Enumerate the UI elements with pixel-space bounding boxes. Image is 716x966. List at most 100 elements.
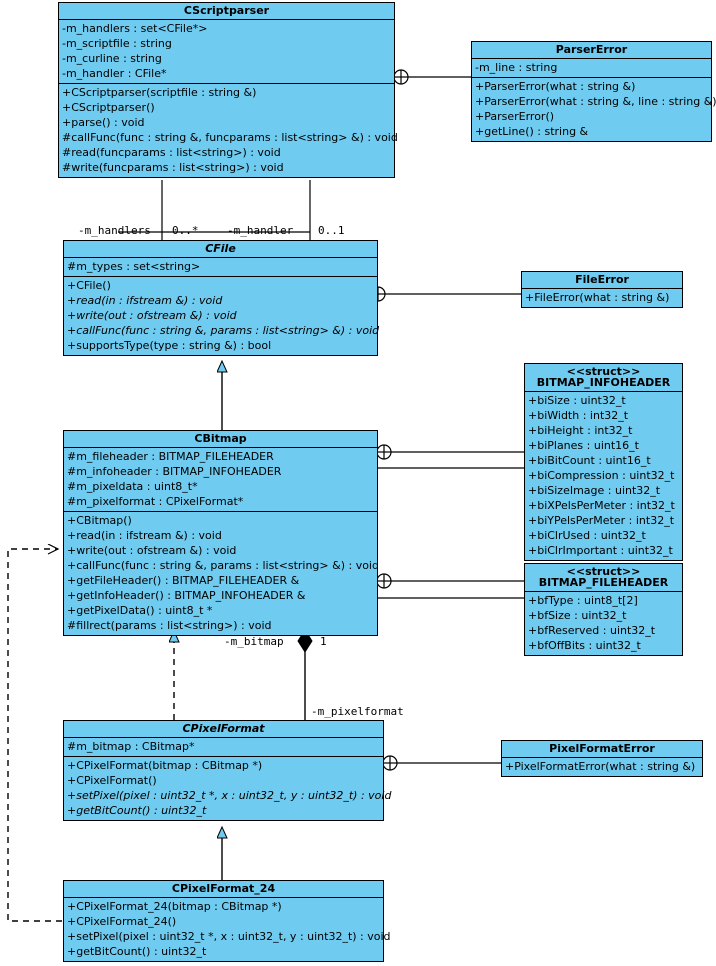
edge-cbitmap-cpixelformat-composition bbox=[297, 626, 313, 720]
operations-cpixelformat: +CPixelFormat(bitmap : CBitmap *) +CPixe… bbox=[64, 757, 392, 820]
operation-row: +getFileHeader() : BITMAP_FILEHEADER & bbox=[67, 574, 300, 587]
attribute-row: #m_bitmap : CBitmap* bbox=[67, 740, 195, 753]
operation-row: +ParserError(what : string &, line : str… bbox=[475, 95, 716, 108]
attribute-row: +biSizeImage : uint32_t bbox=[528, 484, 661, 497]
attribute-row: +biPlanes : uint16_t bbox=[528, 439, 639, 452]
label-m-handler-role: -m_handler bbox=[227, 224, 294, 237]
operation-row: #callFunc(func : string &, funcparams : … bbox=[62, 131, 398, 144]
operation-row: #write(funcparams : list<string>) : void bbox=[62, 161, 284, 174]
operation-row: +write(out : ofstream &) : void bbox=[67, 309, 237, 322]
operation-row: #read(funcparams : list<string>) : void bbox=[62, 146, 281, 159]
operations-parsererror: +ParserError(what : string &) +ParserErr… bbox=[472, 78, 716, 141]
class-title-cscriptparser: CScriptparser bbox=[59, 3, 394, 20]
class-cscriptparser[interactable]: CScriptparser -m_handlers : set<CFile*> … bbox=[58, 2, 398, 178]
attribute-row: +biYPelsPerMeter : int32_t bbox=[528, 514, 675, 527]
operation-row: +ParserError(what : string &) bbox=[475, 80, 636, 93]
attribute-row: +bfType : uint8_t[2] bbox=[528, 594, 638, 607]
attribute-row: -m_handler : CFile* bbox=[62, 67, 167, 80]
class-bitmap-infoheader[interactable]: <<struct>> BITMAP_INFOHEADER +biSize : u… bbox=[524, 363, 683, 561]
class-cpixelformat24[interactable]: CPixelFormat_24 +CPixelFormat_24(bitmap … bbox=[63, 880, 391, 962]
operation-row: #fillrect(params : list<string>) : void bbox=[67, 619, 272, 632]
attribute-row: +biHeight : int32_t bbox=[528, 424, 633, 437]
attributes-cscriptparser: -m_handlers : set<CFile*> -m_scriptfile … bbox=[59, 20, 394, 84]
attribute-row: #m_pixelformat : CPixelFormat* bbox=[67, 495, 244, 508]
stereotype-label: <<struct>> bbox=[566, 365, 641, 378]
attributes-parsererror: -m_line : string bbox=[472, 59, 711, 78]
attribute-row: +bfOffBits : uint32_t bbox=[528, 639, 641, 652]
edge-cfile-fileerror bbox=[370, 286, 521, 302]
attribute-row: -m_scriptfile : string bbox=[62, 37, 172, 50]
class-parsererror[interactable]: ParserError -m_line : string +ParserErro… bbox=[471, 41, 716, 142]
operations-cbitmap: +CBitmap() +read(in : ifstream &) : void… bbox=[64, 512, 379, 635]
class-name-label: BITMAP_FILEHEADER bbox=[538, 576, 669, 589]
operations-cpixelformat24: +CPixelFormat_24(bitmap : CBitmap *) +CP… bbox=[64, 898, 391, 961]
class-bitmap-fileheader[interactable]: <<struct>> BITMAP_FILEHEADER +bfType : u… bbox=[524, 563, 683, 656]
edge-cpixelformat-pixelformaterror bbox=[382, 755, 501, 771]
operation-row: +callFunc(func : string &, params : list… bbox=[67, 324, 380, 337]
label-m-handlers-multiplicity: 0..* bbox=[172, 224, 199, 237]
operation-row: +callFunc(func : string &, params : list… bbox=[67, 559, 379, 572]
label-m-bitmap-multiplicity: 1 bbox=[320, 635, 327, 648]
attribute-row: -m_handlers : set<CFile*> bbox=[62, 22, 208, 35]
label-m-handler-multiplicity: 0..1 bbox=[318, 224, 345, 237]
class-title-cpixelformat24: CPixelFormat_24 bbox=[64, 881, 383, 898]
attributes-cbitmap: #m_fileheader : BITMAP_FILEHEADER #m_inf… bbox=[64, 448, 377, 512]
attribute-row: #m_types : set<string> bbox=[67, 260, 201, 273]
attribute-row: +biXPelsPerMeter : int32_t bbox=[528, 499, 675, 512]
operation-row: +CFile() bbox=[67, 279, 111, 292]
operation-row: +supportsType(type : string &) : bool bbox=[67, 339, 272, 352]
operation-row: +getBitCount() : uint32_t bbox=[67, 945, 207, 958]
class-title-fileerror: FileError bbox=[522, 272, 682, 289]
operations-fileerror: +FileError(what : string &) bbox=[522, 289, 682, 307]
operation-row: +CScriptparser() bbox=[62, 101, 155, 114]
class-cpixelformat[interactable]: CPixelFormat #m_bitmap : CBitmap* +CPixe… bbox=[63, 720, 392, 821]
operation-row: +FileError(what : string &) bbox=[525, 291, 670, 304]
edge-cpixelformat24-cbitmap-dependency bbox=[7, 549, 62, 922]
edge-cbitmap-infoheader bbox=[376, 444, 524, 469]
operations-pixelformaterror: +PixelFormatError(what : string &) bbox=[502, 758, 702, 776]
attribute-row: +biSize : uint32_t bbox=[528, 394, 626, 407]
operation-row: +CBitmap() bbox=[67, 514, 132, 527]
operation-row: +read(in : ifstream &) : void bbox=[67, 294, 223, 307]
attribute-row: +biBitCount : uint16_t bbox=[528, 454, 651, 467]
attribute-row: #m_fileheader : BITMAP_FILEHEADER bbox=[67, 450, 274, 463]
attribute-row: +biClrImportant : uint32_t bbox=[528, 544, 673, 557]
attribute-row: +biClrUsed : uint32_t bbox=[528, 529, 646, 542]
edge-cbitmap-fileheader bbox=[376, 573, 524, 599]
operation-row: +CPixelFormat() bbox=[67, 774, 157, 787]
attribute-row: -m_curline : string bbox=[62, 52, 162, 65]
class-pixelformaterror[interactable]: PixelFormatError +PixelFormatError(what … bbox=[501, 740, 703, 777]
attributes-cfile: #m_types : set<string> bbox=[64, 258, 377, 277]
operations-cscriptparser: +CScriptparser(scriptfile : string &) +C… bbox=[59, 84, 398, 177]
attribute-row: +bfReserved : uint32_t bbox=[528, 624, 656, 637]
attribute-row: +biCompression : uint32_t bbox=[528, 469, 675, 482]
class-title-parsererror: ParserError bbox=[472, 42, 711, 59]
label-m-handlers-role: -m_handlers bbox=[78, 224, 151, 237]
attributes-bitmap-fileheader: +bfType : uint8_t[2] +bfSize : uint32_t … bbox=[525, 592, 682, 655]
class-fileerror[interactable]: FileError +FileError(what : string &) bbox=[521, 271, 683, 308]
attributes-bitmap-infoheader: +biSize : uint32_t +biWidth : int32_t +b… bbox=[525, 392, 682, 560]
class-title-pixelformaterror: PixelFormatError bbox=[502, 741, 702, 758]
class-title-bitmap-fileheader: <<struct>> BITMAP_FILEHEADER bbox=[525, 564, 682, 592]
operation-row: +CScriptparser(scriptfile : string &) bbox=[62, 86, 257, 99]
edge-cscriptparser-parsererror bbox=[393, 69, 472, 85]
attribute-row: #m_infoheader : BITMAP_INFOHEADER bbox=[67, 465, 282, 478]
class-name-label: BITMAP_INFOHEADER bbox=[536, 376, 671, 389]
operation-row: +write(out : ofstream &) : void bbox=[67, 544, 237, 557]
class-title-bitmap-infoheader: <<struct>> BITMAP_INFOHEADER bbox=[525, 364, 682, 392]
label-m-bitmap-role: -m_bitmap bbox=[224, 635, 284, 648]
operation-row: +CPixelFormat_24(bitmap : CBitmap *) bbox=[67, 900, 282, 913]
operation-row: +ParserError() bbox=[475, 110, 555, 123]
class-cbitmap[interactable]: CBitmap #m_fileheader : BITMAP_FILEHEADE… bbox=[63, 430, 379, 636]
operation-row: +setPixel(pixel : uint32_t *, x : uint32… bbox=[67, 789, 392, 802]
operation-row: +getLine() : string & bbox=[475, 125, 589, 138]
operation-row: +getBitCount() : uint32_t bbox=[67, 804, 207, 817]
attribute-row: -m_line : string bbox=[475, 61, 558, 74]
label-m-pixelformat-role: -m_pixelformat bbox=[311, 705, 404, 718]
operation-row: +setPixel(pixel : uint32_t *, x : uint32… bbox=[67, 930, 391, 943]
class-title-cbitmap: CBitmap bbox=[64, 431, 377, 448]
attributes-cpixelformat: #m_bitmap : CBitmap* bbox=[64, 738, 383, 757]
class-cfile[interactable]: CFile #m_types : set<string> +CFile() +r… bbox=[63, 240, 380, 356]
attribute-row: +bfSize : uint32_t bbox=[528, 609, 627, 622]
attribute-row: +biWidth : int32_t bbox=[528, 409, 629, 422]
